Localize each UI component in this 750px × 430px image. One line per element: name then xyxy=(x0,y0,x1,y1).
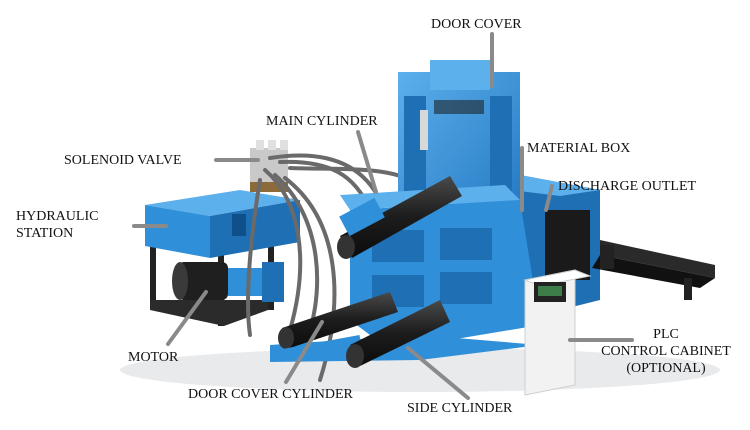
label-discharge-outlet: DISCHARGE OUTLET xyxy=(558,179,697,194)
leader-lines xyxy=(132,32,634,400)
label-solenoid-valve: SOLENOID VALVE xyxy=(64,153,182,168)
label-motor: MOTOR xyxy=(128,350,179,365)
label-hydraulic-station-line2: STATION xyxy=(16,226,74,241)
discharge-outlet xyxy=(592,240,715,300)
label-main-cylinder: MAIN CYLINDER xyxy=(266,114,378,129)
motor xyxy=(172,262,284,302)
plc-control-cabinet xyxy=(523,269,592,396)
leader-discharge-outlet xyxy=(544,184,554,212)
hydraulic-tank xyxy=(145,190,300,258)
main-cylinder xyxy=(337,176,462,259)
label-door-cover-cylinder: DOOR COVER CYLINDER xyxy=(188,387,353,402)
label-plc-line1: PLC xyxy=(653,327,679,342)
label-material-box: MATERIAL BOX xyxy=(527,141,631,156)
label-hydraulic-station-line1: HYDRAULIC xyxy=(16,209,99,224)
label-hydraulic-station: HYDRAULIC STATION xyxy=(16,208,98,242)
leader-side-cylinder xyxy=(406,346,470,400)
label-plc-line2: CONTROL CABINET xyxy=(601,344,731,359)
label-door-cover: DOOR COVER xyxy=(431,17,522,32)
leader-main-cylinder xyxy=(356,130,378,194)
label-side-cylinder: SIDE CYLINDER xyxy=(407,401,513,416)
side-cylinder xyxy=(346,300,450,368)
leader-motor xyxy=(166,290,208,346)
door-cover-cylinder xyxy=(271,292,398,357)
door-cover-tower xyxy=(398,60,520,220)
leader-door-cover-cylinder xyxy=(284,320,324,384)
label-plc-control-cabinet: PLC CONTROL CABINET (OPTIONAL) xyxy=(576,326,750,377)
label-plc-line3: (OPTIONAL) xyxy=(626,361,706,376)
solenoid-valve-block xyxy=(250,140,288,192)
